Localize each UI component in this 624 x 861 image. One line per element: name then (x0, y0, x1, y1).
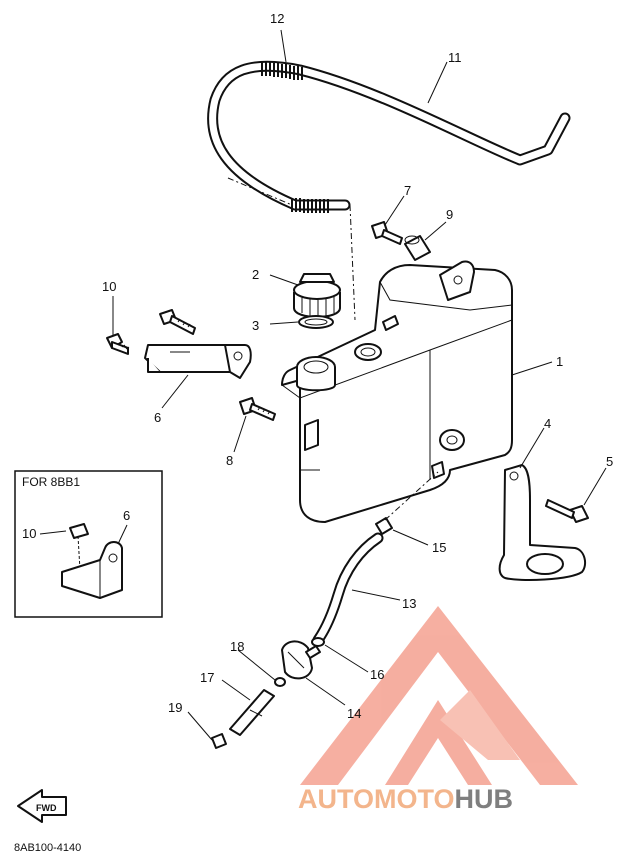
collar (404, 235, 431, 261)
callout-7: 7 (404, 183, 411, 198)
inset-callout-10: 10 (22, 526, 36, 541)
watermark-part1: AUTOMOTO (298, 784, 455, 814)
callout-16: 16 (370, 667, 384, 682)
diagram-code: 8AB100-4140 (14, 842, 81, 854)
leader-lines (112, 29, 607, 741)
callout-6: 6 (154, 410, 161, 425)
cap-o-ring (298, 315, 334, 329)
reservoir-cap (293, 273, 341, 318)
callout-5: 5 (606, 454, 613, 469)
callout-14: 14 (347, 706, 361, 721)
watermark-part2: HUB (455, 784, 514, 814)
hose-clamp-16 (311, 637, 325, 647)
callout-19: 19 (168, 700, 182, 715)
callout-2: 2 (252, 267, 259, 282)
callout-17: 17 (200, 670, 214, 685)
hose-spring-clip-top (261, 62, 303, 80)
callout-12: 12 (270, 11, 284, 26)
flange-bolt-bracket (159, 309, 196, 335)
watermark-text: AUTOMOTOHUB (298, 784, 513, 814)
drain-hose (312, 471, 439, 646)
callout-8: 8 (226, 453, 233, 468)
hose-clamp-15 (375, 517, 393, 535)
callout-15: 15 (432, 540, 446, 555)
inset-title: FOR 8BB1 (22, 475, 80, 489)
breather-pipe (229, 689, 275, 736)
callout-9: 9 (446, 207, 453, 222)
callout-1: 1 (556, 354, 563, 369)
flange-bolt-5 (545, 499, 589, 523)
fwd-label: FWD (36, 803, 57, 813)
fwd-arrow-icon: FWD (17, 789, 67, 823)
callout-13: 13 (402, 596, 416, 611)
hose-spring-clip-bottom (291, 198, 329, 213)
coolant-reservoir-tank (281, 260, 513, 523)
tank-bracket-front (144, 344, 252, 379)
tank-bracket-rear (498, 464, 587, 581)
overflow-hose (207, 60, 571, 321)
hose-clamp-18 (274, 677, 286, 687)
flange-bolt-10 (106, 333, 130, 355)
inset-8bb1: FOR 8BB1 10 6 (14, 470, 163, 618)
callout-4: 4 (544, 416, 551, 431)
inset-callout-6: 6 (123, 508, 130, 523)
callout-10: 10 (102, 279, 116, 294)
flange-bolt-8 (239, 397, 276, 421)
hose-filter (281, 640, 321, 680)
flange-bolt-7 (371, 221, 403, 245)
callout-11: 11 (448, 50, 462, 65)
watermark-logo-icon (300, 606, 578, 785)
callout-3: 3 (252, 318, 259, 333)
callout-18: 18 (230, 639, 244, 654)
pipe-cap (211, 733, 227, 749)
